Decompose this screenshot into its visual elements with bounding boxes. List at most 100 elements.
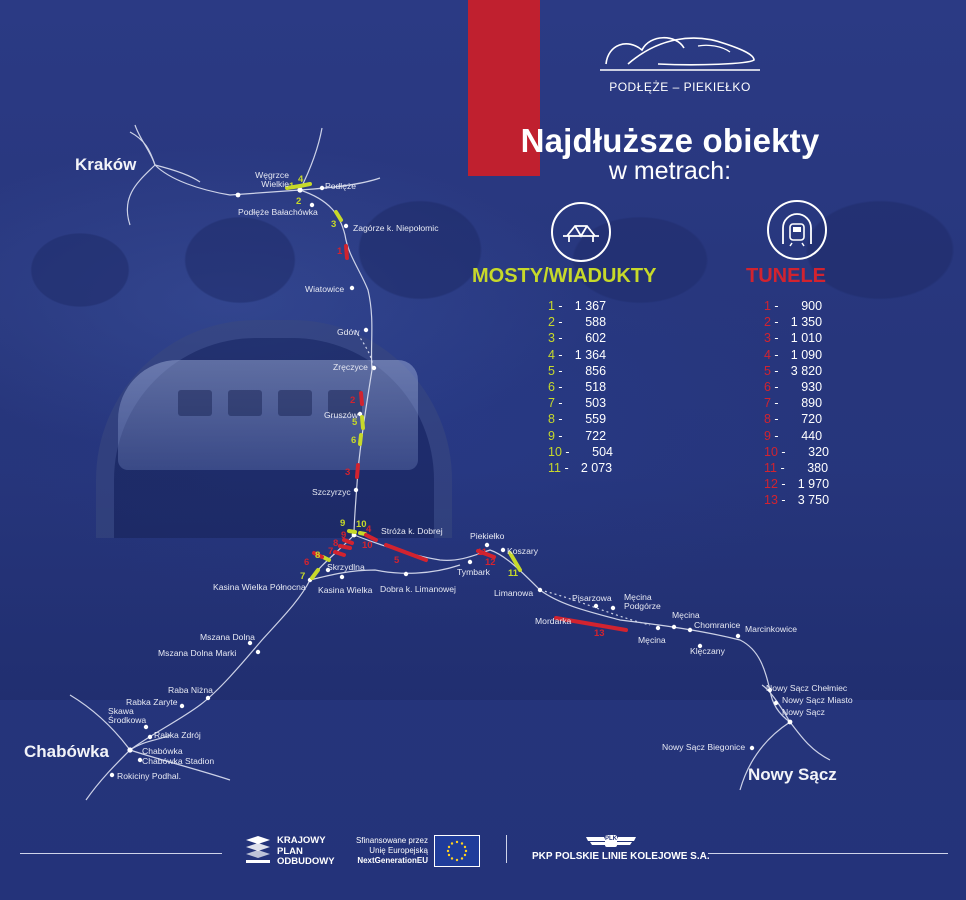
tunnel-number: 11 — [764, 460, 777, 475]
tunnel-number: 7 — [764, 396, 771, 411]
station-label: Męcina — [672, 610, 700, 620]
station-label: Raba Niżna — [168, 685, 213, 695]
station-label: Dobra k. Limanowej — [380, 584, 456, 594]
tunnel-number: 11 — [477, 547, 488, 558]
tunnel-number: 4 — [366, 524, 372, 535]
kpo-logo-icon — [246, 836, 270, 863]
bridge-number: 1 — [548, 299, 555, 313]
station-label: Gruszów — [324, 410, 358, 420]
tunnel-number: 7 — [328, 546, 334, 557]
tunnel-row: 6 - 930 — [764, 379, 823, 394]
station-label: Kasina Wielka Północna — [213, 582, 306, 592]
station-label: Klęczany — [690, 646, 725, 656]
station-label: Kasina Wielka — [318, 585, 373, 595]
bridge-number: 9 — [548, 428, 555, 443]
tunnels-title: TUNELE — [746, 265, 826, 287]
bridge-row: 6 - 518 — [548, 379, 607, 394]
footer-divider — [708, 853, 948, 854]
tunnel-row: 2 - 1 350 — [764, 315, 823, 330]
station-label: Nowy Sącz Biegonice — [662, 742, 746, 752]
tunnel-length: 3 750 — [797, 493, 830, 508]
tunnel-row: 13 - 3 750 — [764, 493, 830, 508]
bridge-number: 10 — [548, 444, 562, 459]
station-label: Piekiełko — [470, 531, 505, 541]
tunnel-train-icon — [767, 200, 827, 260]
station-label: Rabka Zdrój — [154, 730, 201, 740]
bridge-number: 5 — [352, 417, 358, 428]
bridge-number: 7 — [300, 571, 306, 582]
eu-flag-icon — [434, 835, 480, 867]
bridge-row: 9 - 722 — [548, 428, 607, 443]
bridge-row: 8 - 559 — [548, 412, 607, 427]
bridge-length: 503 — [585, 396, 607, 411]
tunnel-number: 3 — [345, 467, 351, 478]
station-label: Mszana Dolna Marki — [158, 648, 237, 658]
tunnel-number: 13 — [594, 628, 605, 639]
tunnel-length: 1 970 — [797, 477, 830, 492]
bridge-number: 2 — [296, 196, 302, 207]
tunnel-number: 1 — [337, 246, 343, 257]
bridge-length: 2 073 — [580, 460, 613, 475]
station-label: Węgrzce Wielkie — [255, 170, 289, 189]
tunnel-number: 6 — [304, 557, 310, 568]
tunnel-row: 3 - 1 010 — [764, 331, 823, 346]
station-label: Mordarka — [535, 616, 572, 626]
station-label: Zagórze k. Niepołomic — [353, 223, 439, 233]
bridge-row: 7 - 503 — [548, 396, 607, 411]
bridge-row: 2 - 588 — [548, 315, 607, 330]
station-label: Skrzydlna — [327, 562, 365, 572]
station-label: Podłęże Bałachówka — [238, 207, 318, 217]
tunnel-length: 380 — [807, 460, 829, 475]
tunnel-row: 12 - 1 970 — [764, 477, 830, 492]
station-label: Nowy Sącz Chełmiec — [766, 683, 848, 693]
page-title: Najdłuższe obiekty — [520, 122, 820, 159]
bridge-number: 11 — [548, 460, 561, 475]
tunnel-number: 5 — [764, 363, 771, 378]
tunnel-number: 10 — [764, 444, 778, 459]
bridge-number: 6 — [548, 379, 555, 394]
tunnel-length: 1 350 — [790, 315, 823, 330]
station-label: Limanowa — [494, 588, 534, 598]
tunnel-number: 13 — [764, 493, 778, 508]
pkp-badge: PLK — [605, 836, 617, 842]
tunnel-number: 9 — [764, 428, 771, 443]
bridge-number: 5 — [548, 363, 555, 378]
bridge-number: 4 — [548, 347, 555, 362]
bridge-length: 559 — [585, 412, 607, 427]
city-nowy-sacz: Nowy Sącz — [748, 765, 837, 784]
tunnel-row: 9 - 440 — [764, 428, 823, 443]
station-label: Skawa Środkowa — [108, 706, 147, 725]
tunnel-length: 320 — [808, 444, 830, 459]
tunnel-length: 1 090 — [790, 347, 823, 362]
station-label: Rokiciny Podhal. — [117, 771, 182, 781]
bridge-length: 504 — [592, 444, 614, 459]
bridge-number: 7 — [548, 396, 555, 411]
bridge-row: 1 - 1 367 — [548, 299, 607, 313]
tunnel-number: 1 — [764, 299, 771, 313]
tunnel-number: 5 — [394, 555, 400, 566]
bridge-number: 1 — [289, 181, 295, 192]
tunnel-number: 3 — [764, 331, 771, 346]
tunnel-number: 12 — [485, 557, 496, 568]
station-label: Podłęże — [325, 181, 357, 191]
bridge-row: 3 - 602 — [548, 331, 607, 346]
tunnel-number: 4 — [764, 347, 771, 362]
station-label: Pisarzowa — [572, 593, 612, 603]
bridge-row: 10 - 504 — [548, 444, 614, 459]
bridge-number: 11 — [508, 568, 519, 579]
bridge-number: 3 — [548, 331, 555, 346]
tunnel-row: 4 - 1 090 — [764, 347, 823, 362]
tunnel-row: 1 - 900 — [764, 299, 823, 313]
bridge-number: 4 — [298, 174, 304, 185]
page-subtitle: w metrach: — [608, 157, 732, 185]
footer-divider — [20, 853, 222, 854]
tunnel-row: 5 - 3 820 — [764, 363, 823, 378]
station-label: Chabówka — [142, 746, 183, 756]
station-label: Koszary — [507, 546, 539, 556]
tunnel-number: 6 — [764, 379, 771, 394]
tunnel-number: 2 — [764, 315, 771, 330]
bridge-number: 2 — [548, 315, 555, 330]
